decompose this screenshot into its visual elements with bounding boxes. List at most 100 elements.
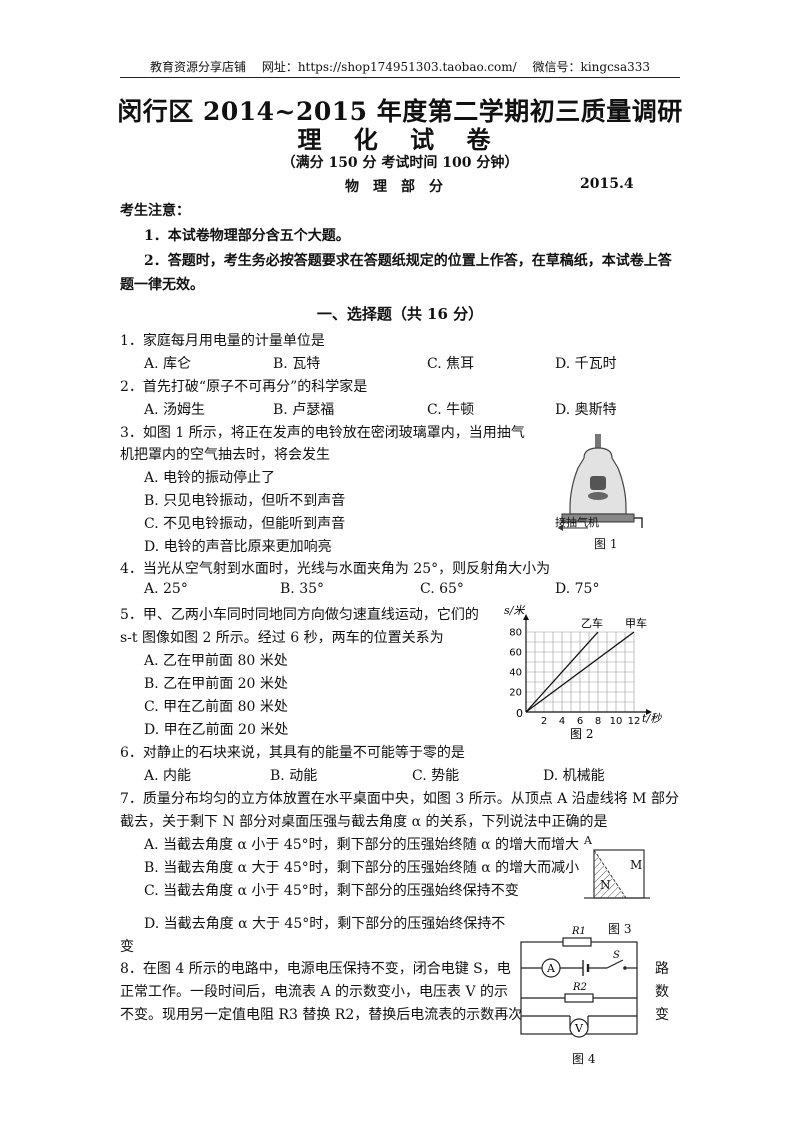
exam-date: 2015.4 [580,176,634,192]
figure-1-bell-jar [558,434,643,531]
q3-option-d: D. 电铃的声音比原来更加响亮 [144,539,332,555]
x-tick-label: 2 [541,716,547,727]
r2-label: R2 [572,982,587,993]
q6-option-a: A. 内能 [144,768,192,784]
q5-option-b: B. 乙在甲前面 20 米处 [144,676,288,692]
q2-option-a: A. 汤姆生 [144,402,206,418]
notice-heading: 考生注意： [120,203,190,219]
fig1-pump-label: 接抽气机 [555,516,599,529]
fig1-caption: 图 1 [594,537,618,551]
q6-option-d: D. 机械能 [543,768,605,784]
q8-line-1-tail: 路 [655,961,669,977]
x-tick-label: 12 [628,716,641,727]
q3-stem-2: 机把罩内的空气抽去时，将会发生 [120,447,330,463]
figure-3-cube [584,849,650,899]
q8-line-3: 不变。现用另一定值电阻 R3 替换 R2，替换后电流表的示数再次 [120,1007,523,1023]
exam-subtitle: 理 化 试 卷 [297,125,503,154]
q7-stem-1: 7．质量分布均匀的立方体放置在水平桌面中央，如图 3 所示。从顶点 A 沿虚线将… [120,791,679,807]
chart-ylabel: s/米 [504,604,525,617]
switch-label: S [613,950,620,961]
q3-option-b: B. 只见电铃振动，但听不到声音 [144,493,346,509]
notice-item-1: 1．本试卷物理部分含五个大题。 [144,228,350,244]
y-axis-arrow-icon [523,614,529,620]
figure-2-st-chart: 2 4 6 8 10 12 20 40 60 80 乙车 甲车 s/米 t/秒 0 图 2 [504,604,662,741]
series-label-1: 乙车 [581,616,603,630]
notice-item-2-cont: 题一律无效。 [120,277,204,293]
q4-stem: 4．当光从空气射到水面时，光线与水面夹角为 25°，则反射角大小为 [120,561,551,577]
electric-bell-icon [590,476,606,490]
exam-title: 闵行区 2014~2015 年度第二学期初三质量调研 [117,97,683,126]
header-shop: 教育资源分享店铺 [149,60,246,74]
header-wechat: 微信号：kingcsa333 [532,60,651,74]
x-tick-label: 4 [559,716,565,727]
fig2-caption: 图 2 [570,727,593,741]
x-tick-label: 8 [595,716,601,727]
y-tick-label: 20 [509,688,522,699]
fig3-part-m: M [630,858,643,872]
q2-option-c: C. 牛顿 [427,402,475,418]
exam-note: （满分 150 分 考试时间 100 分钟） [281,155,519,171]
header-site: 网址：https://shop174951303.taobao.com/ [261,60,517,74]
q2-stem: 2．首先打破“原子不可再分”的科学家是 [120,379,368,395]
page-header: 教育资源分享店铺 网址：https://shop174951303.taobao… [120,58,680,75]
q4-option-a: A. 25° [144,581,188,597]
part-n-hatch [594,850,626,898]
q6-option-b: B. 动能 [270,768,318,784]
q8-line-3-tail: 变 [655,1007,669,1023]
q1-option-d: D. 千瓦时 [555,356,617,372]
figure-4-circuit: A V S R1 R2 [520,926,638,1038]
q2-option-b: B. 卢瑟福 [273,402,335,418]
q1-option-b: B. 瓦特 [273,356,321,372]
q3-option-c: C. 不见电铃振动，但能听到声音 [144,516,346,532]
q7-option-d: D. 当截去角度 α 大于 45°时，剩下部分的压强始终保持不 [144,916,506,932]
q6-option-c: C. 势能 [412,768,460,784]
r1-label: R1 [571,926,586,937]
voltmeter-label: V [574,1022,584,1035]
chart-series: 乙车 甲车 [525,616,647,713]
y-tick-label: 60 [509,648,522,659]
y-tick-label: 40 [509,668,522,679]
q4-option-c: C. 65° [420,581,464,597]
ammeter-label: A [546,962,556,975]
chart-axes [523,614,652,715]
q5-stem-2: s-t 图像如图 2 所示。经过 6 秒，两车的位置关系为 [120,630,444,646]
resistor-r1 [562,937,592,947]
q1-option-c: C. 焦耳 [427,356,475,372]
header-rule [120,77,680,78]
q7-option-a: A. 当截去角度 α 小于 45°时，剩下部分的压强始终随 α 的增大而增大 [144,837,579,853]
fig3-vertex-a: A [584,834,592,847]
chart-tick-labels: 2 4 6 8 10 12 20 40 60 80 [509,628,640,728]
arrow-left-icon [558,525,563,531]
series-label-2: 甲车 [625,616,647,630]
y-tick-label: 80 [509,628,522,639]
chart-origin-label: 0 [516,707,523,720]
x-tick-label: 6 [577,716,583,727]
chart-xlabel: t/秒 [642,712,662,725]
q7-stem-2: 截去，关于剩下 N 部分对桌面压强与截去角度 α 的关系，下列说法中正确的是 [120,814,608,830]
x-tick-label: 10 [610,716,623,727]
q8-line-2: 正常工作。一段时间后，电流表 A 的示数变小，电压表 V 的示 [120,984,509,1000]
q6-stem: 6．对静止的石块来说，其具有的能量不可能等于零的是 [120,745,465,761]
q1-stem: 1．家庭每月用电量的计量单位是 [120,333,325,349]
q8-line-2-tail: 数 [655,984,669,1000]
q3-option-a: A. 电铃的振动停止了 [144,470,276,486]
q7-option-b: B. 当截去角度 α 大于 45°时，剩下部分的压强始终随 α 的增大而减小 [144,860,580,876]
q8-line-1: 8．在图 4 所示的电路中，电源电压保持不变，闭合电键 S，电 [120,961,511,977]
switch-icon [606,959,624,969]
q2-option-d: D. 奥斯特 [555,402,617,418]
q5-option-a: A. 乙在甲前面 80 米处 [144,653,288,669]
q7-option-c: C. 当截去角度 α 小于 45°时，剩下部分的压强始终保持不变 [144,883,519,899]
q3-stem-1: 3．如图 1 所示，将正在发声的电铃放在密闭玻璃罩内，当用抽气 [120,425,525,441]
q1-option-a: A. 库仑 [144,356,192,372]
pump-tube [634,517,643,528]
x-axis-arrow-icon [646,709,652,715]
series-line-2 [525,631,635,713]
notice-item-2: 2．答题时，考生务必按答题要求在答题纸规定的位置上作答，在草稿纸，本试卷上答 [144,253,672,269]
jar-stopper [595,434,601,450]
q5-stem-1: 5．甲、乙两小车同时同地同方向做匀速直线运动，它们的 [120,607,479,623]
fig3-caption: 图 3 [608,922,632,936]
q5-option-c: C. 甲在乙前面 80 米处 [144,699,288,715]
fig4-caption: 图 4 [572,1052,596,1066]
q4-option-b: B. 35° [280,581,325,597]
part1-heading: 一、选择题（共 16 分） [316,305,484,323]
